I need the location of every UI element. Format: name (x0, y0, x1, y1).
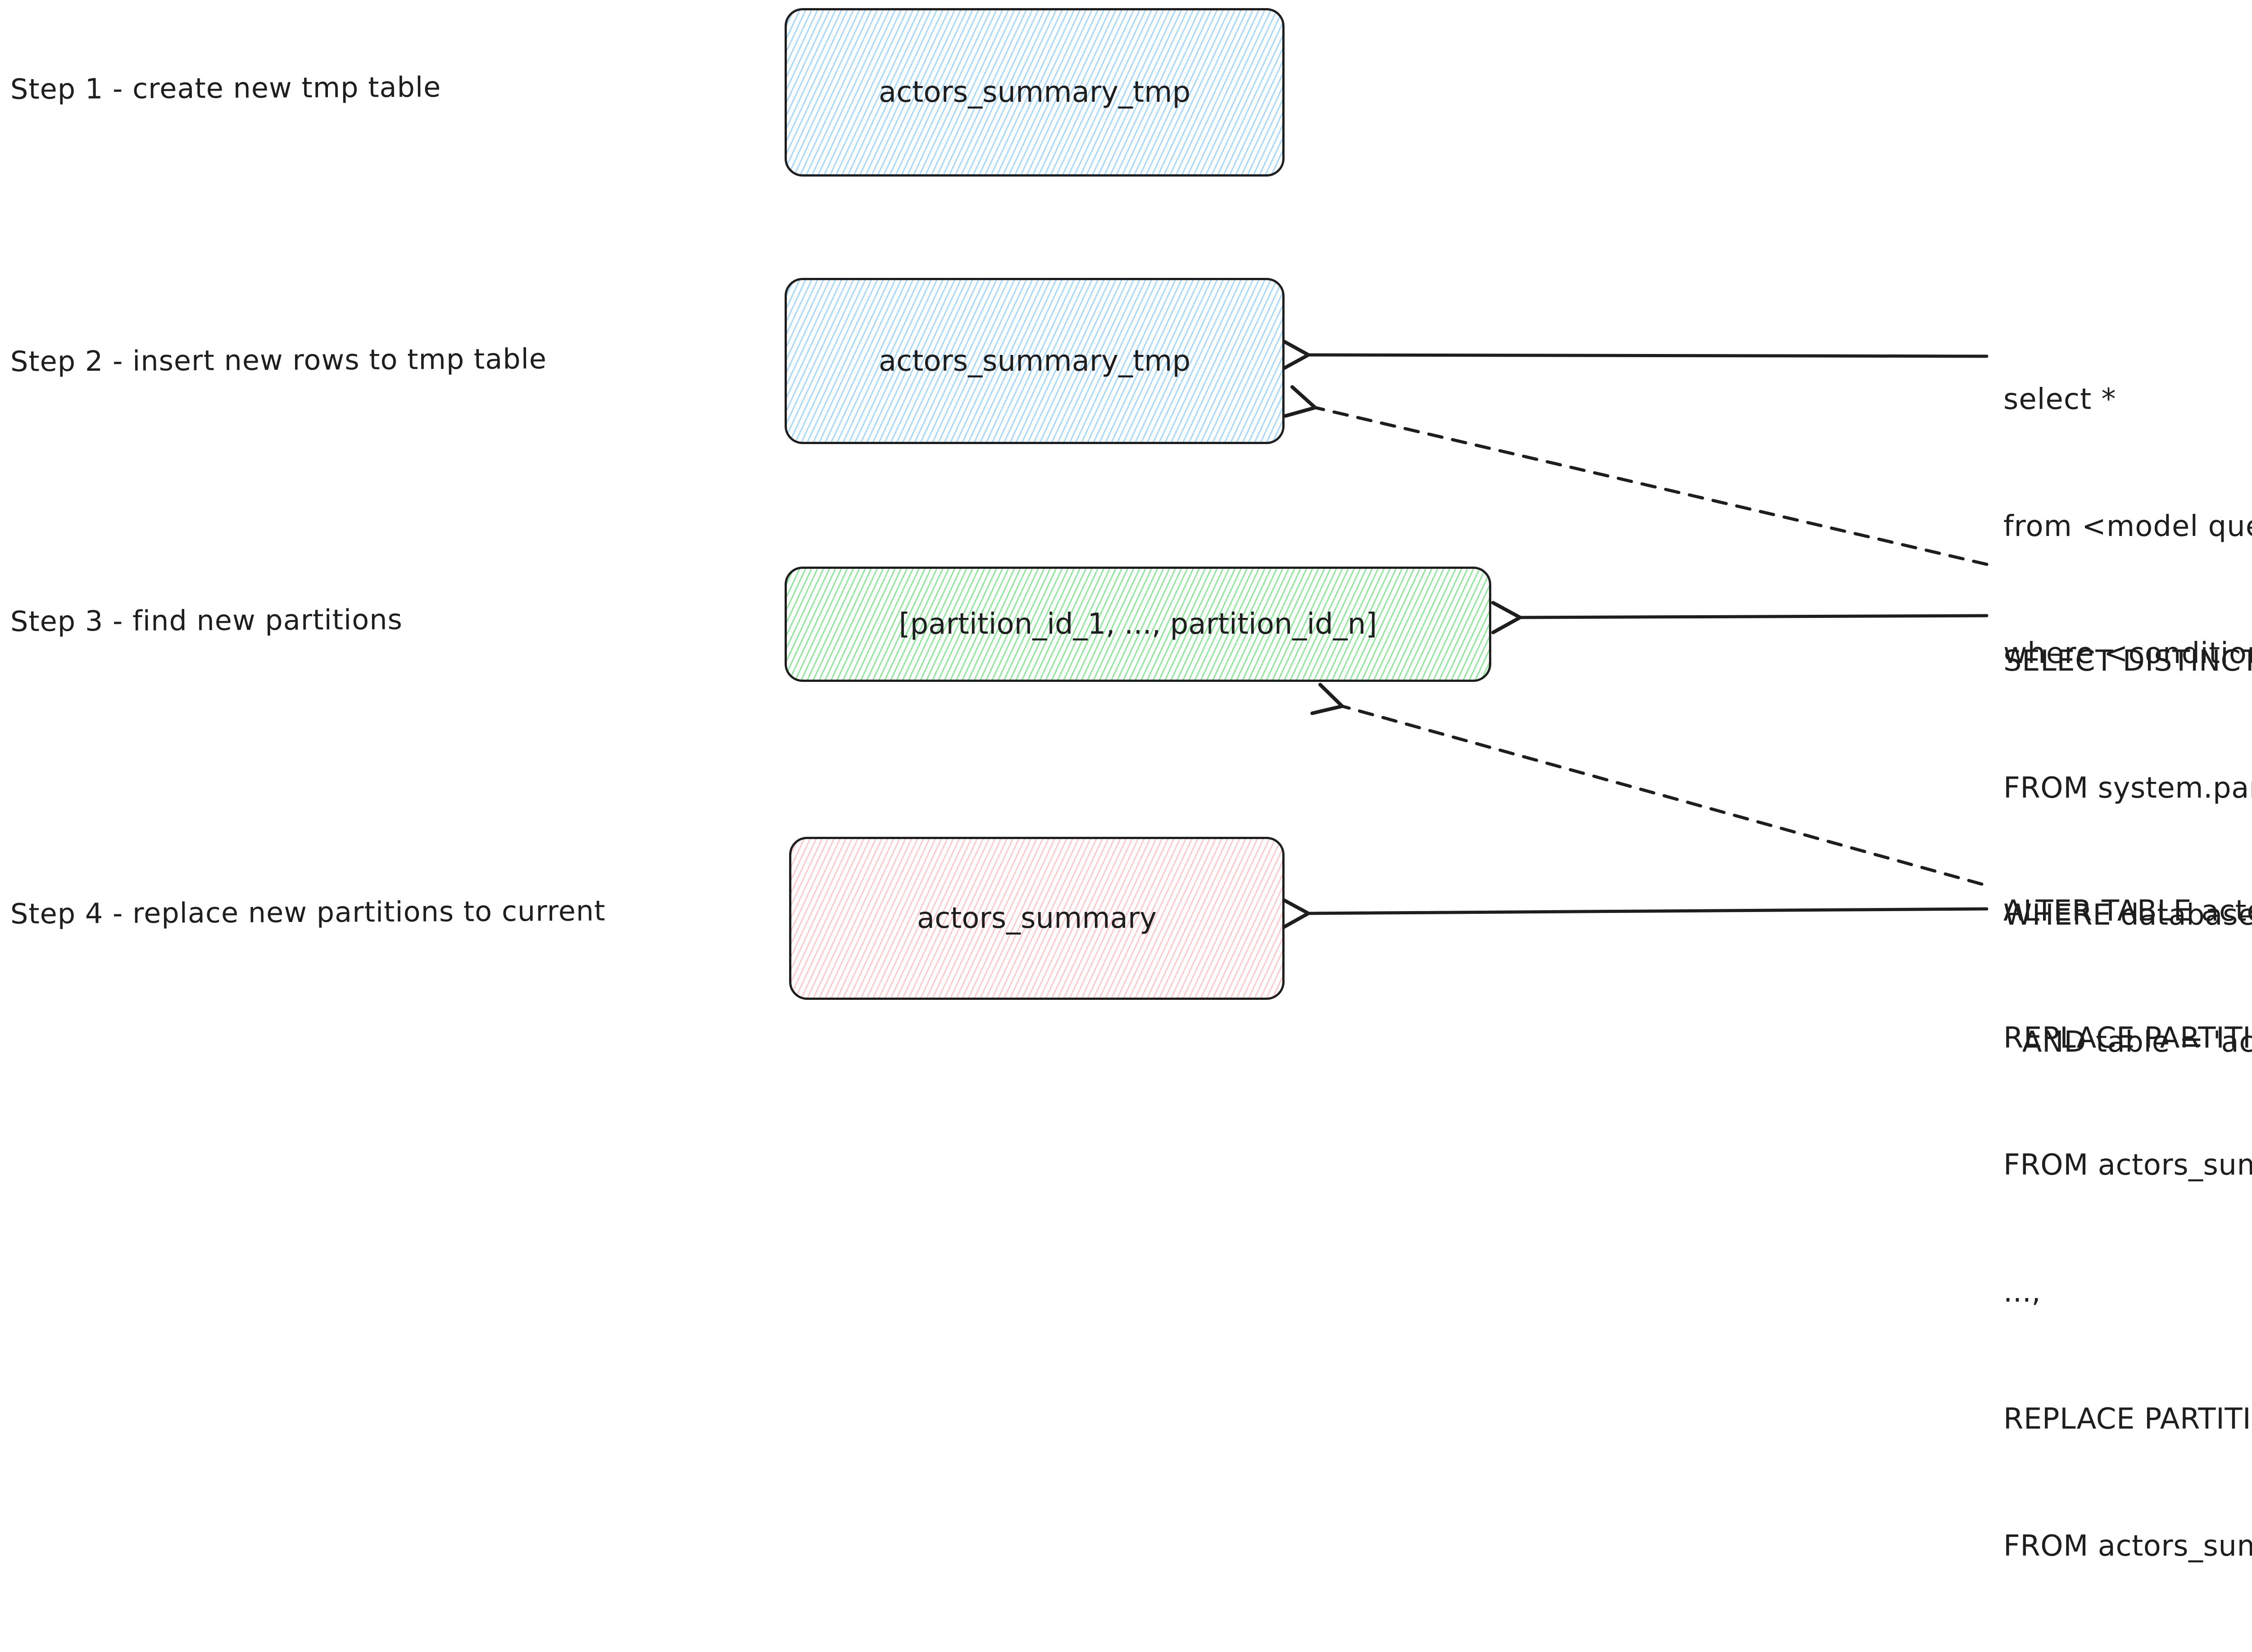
sql-line: from <model query> (2003, 510, 2252, 543)
step-3-label: Step 3 - find new partitions (10, 603, 403, 638)
step-3-node: [partition_id_1, ..., partition_id_n] (785, 567, 1491, 682)
edge-step3-sql-to-step2-node-dashed (1284, 385, 1989, 566)
sql-line: ALTER TABLE actors_summary (2003, 894, 2252, 928)
step-4-label: Step 4 - replace new partitions to curre… (10, 894, 606, 930)
step-2-sql: select * from <model query> where <condi… (2003, 294, 2252, 759)
step-1-node: actors_summary_tmp (785, 8, 1285, 177)
edge-step4-sql-to-step4-node (1279, 897, 1989, 930)
step-1-label: Step 1 - create new tmp table (10, 70, 441, 106)
sql-line: ..., (2003, 1275, 2041, 1309)
edge-step4-sql-to-step3-node-dashed (1310, 683, 1984, 886)
step-4-sql: ALTER TABLE actors_summary REPLACE PARTI… (2003, 805, 2252, 1652)
sql-line: FROM system.parts (2003, 772, 2252, 805)
edge-step3-sql-to-step3-node (1491, 601, 1989, 635)
sql-line: select * (2003, 383, 2116, 416)
step-2-node: actors_summary_tmp (785, 278, 1285, 444)
sql-line: where <condition to identify new> (2003, 637, 2252, 670)
sql-line: WHERE database = <database> (2003, 899, 2252, 932)
diagram-canvas: Step 1 - create new tmp table Step 2 - i… (10, 8, 2252, 1563)
sql-line: SELECT DISTINCT partition_id (2003, 644, 2252, 678)
step-1-node-label: actors_summary_tmp (878, 76, 1191, 109)
sql-line: REPLACE PARTITION partition_id_1 (2003, 1021, 2252, 1055)
sql-line: FROM actors_summary_tmp, (2003, 1148, 2252, 1182)
step-2-node-label: actors_summary_tmp (878, 344, 1191, 378)
step-2-label: Step 2 - insert new rows to tmp table (10, 342, 547, 378)
sql-line: REPLACE PARTITION partition_id_n (2003, 1402, 2252, 1436)
step-4-node: actors_summary (789, 837, 1285, 1000)
step-3-node-label: [partition_id_1, ..., partition_id_n] (899, 608, 1377, 641)
step-3-sql: SELECT DISTINCT partition_id FROM system… (2003, 555, 2252, 1148)
step-4-node-label: actors_summary (917, 902, 1157, 935)
sql-line: FROM actors_summary_tmp, (2003, 1529, 2252, 1563)
edge-step2-sql-to-step2-node (1279, 338, 1989, 372)
